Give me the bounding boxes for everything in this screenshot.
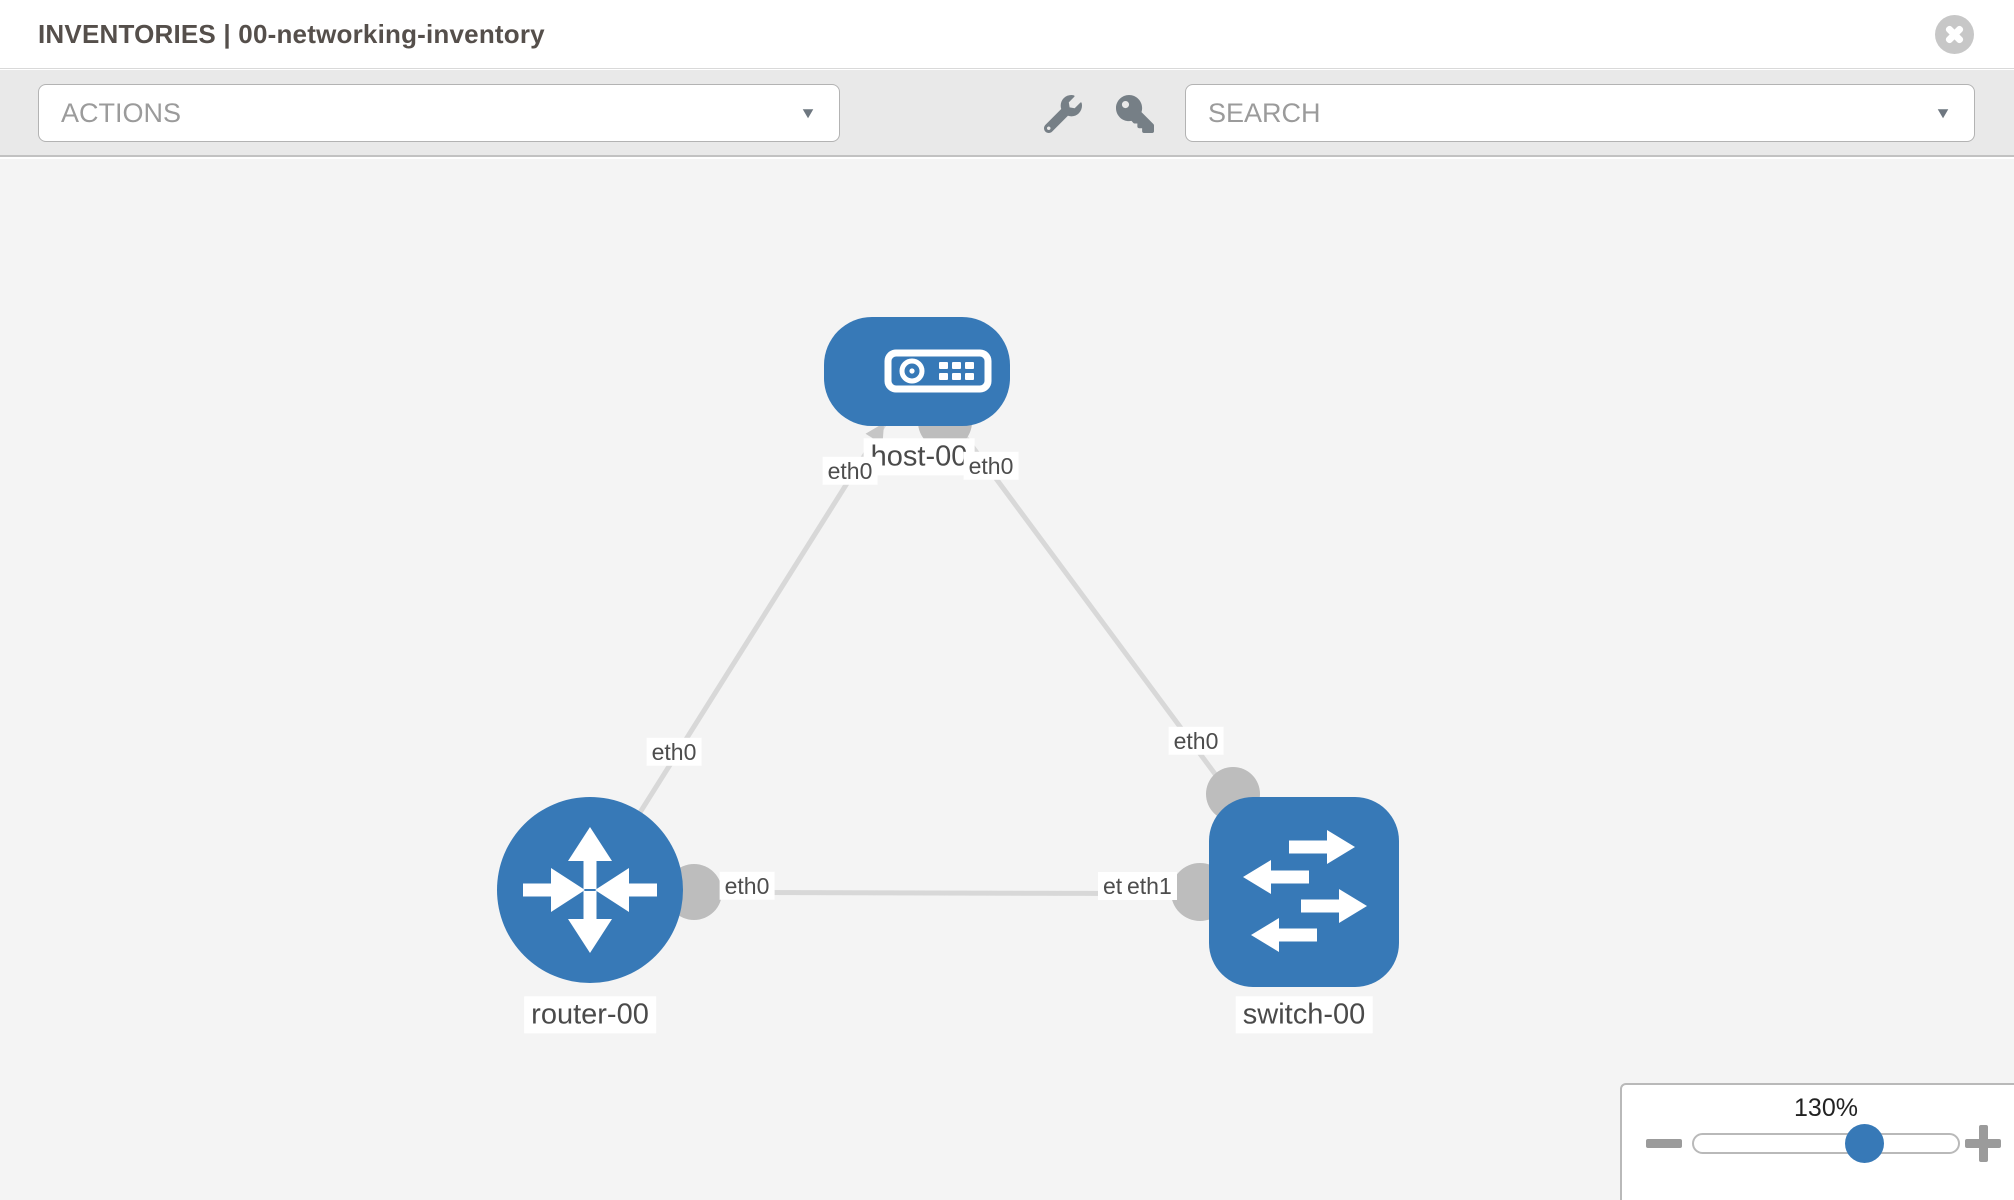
interface-label: eth0 [1168,726,1224,756]
toolbar: ACTIONS ▼ SEARCH ▼ [0,70,2014,157]
wrench-icon[interactable] [1041,92,1085,136]
interface-label: eth0 [963,451,1019,481]
node-label-router: router-00 [524,996,656,1034]
close-icon[interactable] [1935,14,1974,54]
zoom-panel: 130% [1620,1083,2014,1200]
node-router-00[interactable] [497,797,683,983]
plus-bar [1979,1125,1988,1162]
server-icon [884,349,992,393]
key-glyph [1116,95,1154,133]
interface-label: eth0 [646,737,702,767]
actions-dropdown[interactable]: ACTIONS ▼ [38,84,840,142]
chevron-down-icon: ▼ [1934,104,1952,122]
zoom-in-plus-icon[interactable] [1961,1121,2005,1165]
switch-arrows-icon [1243,830,1367,952]
zoom-out-minus-icon[interactable] [1646,1139,1682,1148]
key-icon[interactable] [1113,92,1157,136]
zoom-slider-knob[interactable] [1845,1124,1884,1163]
wrench-glyph [1044,95,1082,133]
chevron-down-icon: ▼ [799,104,817,122]
node-label-host: host-00 [863,438,975,476]
search-dropdown[interactable]: SEARCH ▼ [1185,84,1975,142]
interface-label: eth1 [1122,872,1177,901]
node-label-switch: switch-00 [1235,996,1373,1034]
node-host-00[interactable] [824,317,1010,426]
zoom-slider-track[interactable] [1692,1133,1960,1154]
topology-edges-layer [587,370,1307,921]
zoom-level: 130% [1794,1094,1858,1122]
topology-canvas[interactable]: host-00 router-00 switch-00 eth0 eth0 et… [0,159,2014,1200]
interface-label: eth0 [822,456,878,486]
router-arrows-icon [523,827,657,953]
header: INVENTORIES | 00-networking-inventory [0,0,2014,69]
search-dropdown-label: SEARCH [1208,97,1321,128]
interface-label: eth0 [719,871,775,901]
node-switch-00[interactable] [1209,797,1399,987]
page-title: INVENTORIES | 00-networking-inventory [38,18,545,49]
actions-dropdown-label: ACTIONS [61,97,182,128]
